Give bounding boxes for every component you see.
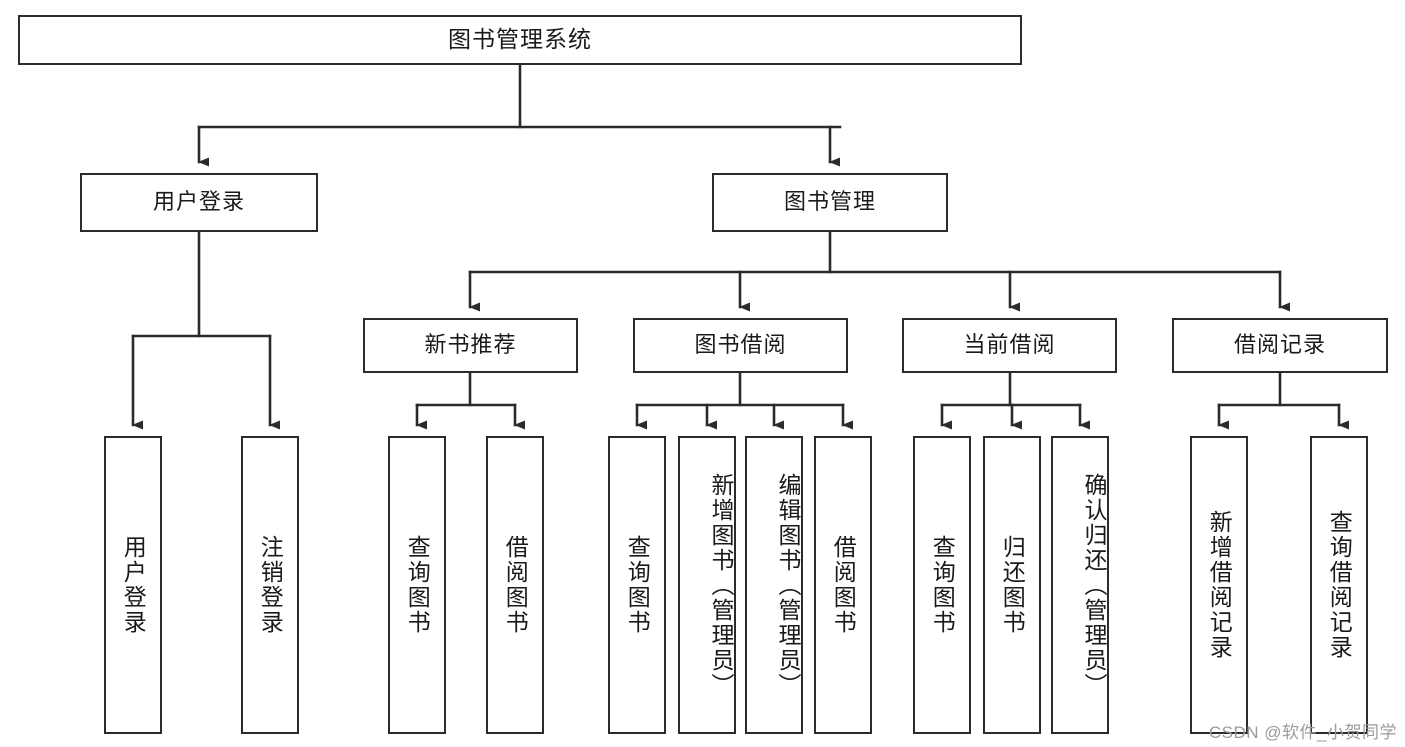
node-root[interactable]: 图书管理系统 [18, 15, 1022, 65]
node-leaf-query-borrow-record[interactable]: 查询借阅记录 [1310, 436, 1368, 734]
node-new-book-recommend[interactable]: 新书推荐 [363, 318, 578, 373]
node-leaf-user-login[interactable]: 用户登录 [104, 436, 162, 734]
node-leaf-add-book[interactable]: 新增图书（管理员） [678, 436, 736, 734]
csdn-watermark: CSDN @软件_小贺同学 [1208, 723, 1397, 742]
node-borrow-record[interactable]: 借阅记录 [1172, 318, 1388, 373]
node-leaf-query-book-3[interactable]: 查询图书 [913, 436, 971, 734]
node-leaf-return-book[interactable]: 归还图书 [983, 436, 1041, 734]
node-book-manage[interactable]: 图书管理 [712, 173, 948, 232]
node-leaf-borrow-book-2[interactable]: 借阅图书 [814, 436, 872, 734]
node-user-login[interactable]: 用户登录 [80, 173, 318, 232]
node-leaf-query-book-1[interactable]: 查询图书 [388, 436, 446, 734]
node-current-borrow[interactable]: 当前借阅 [902, 318, 1117, 373]
node-leaf-add-borrow-record[interactable]: 新增借阅记录 [1190, 436, 1248, 734]
node-leaf-confirm-return[interactable]: 确认归还（管理员） [1051, 436, 1109, 734]
node-leaf-edit-book[interactable]: 编辑图书（管理员） [745, 436, 803, 734]
node-leaf-query-book-2[interactable]: 查询图书 [608, 436, 666, 734]
node-book-borrow[interactable]: 图书借阅 [633, 318, 848, 373]
node-leaf-user-logout[interactable]: 注销登录 [241, 436, 299, 734]
node-leaf-borrow-book-1[interactable]: 借阅图书 [486, 436, 544, 734]
